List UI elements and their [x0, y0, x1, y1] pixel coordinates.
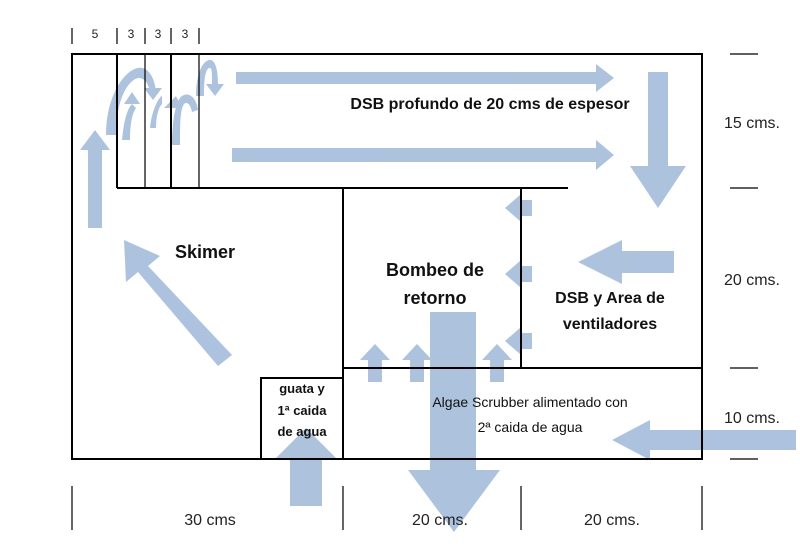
arrow-baffle-head-3 — [164, 96, 182, 108]
arrow-left-dsb — [578, 240, 674, 284]
label-return-pump-line1: Bombeo de — [385, 260, 484, 280]
label-skimmer: Skimer — [174, 242, 236, 262]
arrow-baffle-head-1 — [144, 88, 162, 100]
arrow-top-right-1 — [236, 64, 614, 92]
arrow-baffle-curve-2 — [150, 96, 162, 128]
arrow-small-up-3 — [482, 344, 512, 382]
label-algae-line1: Algae Scrubber alimentado con — [432, 394, 628, 410]
bottom-dim-30: 30 cms — [184, 512, 236, 529]
label-filter-line2: 1ª caida — [277, 402, 327, 418]
dimension-ticks — [71, 28, 758, 530]
arrow-small-left-2 — [505, 261, 532, 287]
right-dim-15: 15 cms. — [723, 115, 780, 132]
arrow-baffle-curve-5 — [196, 60, 218, 96]
arrow-small-up-1 — [360, 344, 390, 382]
outer-tank — [71, 53, 703, 460]
arrow-left-up — [80, 130, 110, 228]
arrow-right-down — [630, 72, 686, 208]
top-dim-3a: 3 — [127, 27, 135, 41]
label-filter-line1: guata y — [279, 381, 325, 396]
label-algae-line2: 2ª caida de agua — [477, 418, 583, 435]
label-dsb-area: DSB y Area de ventiladores — [530, 288, 690, 335]
label-dsb-area-line1: DSB y Area de — [555, 290, 665, 307]
arrow-small-left-1 — [505, 195, 532, 221]
label-algae-scrubber: Algae Scrubber alimentado con 2ª caida d… — [395, 393, 665, 437]
label-filter: guata y 1ª caida de agua — [262, 380, 342, 441]
top-dim-3c: 3 — [181, 27, 189, 41]
label-return-pump: Bombeo de retorno — [355, 258, 515, 311]
label-dsb-area-line2: ventiladores — [562, 315, 658, 333]
label-return-pump-line2: retorno — [403, 288, 467, 309]
label-filter-line3: de agua — [277, 424, 327, 440]
top-dim-5: 5 — [91, 27, 99, 41]
top-dim-3b: 3 — [154, 27, 162, 41]
arrow-small-left-3 — [505, 328, 532, 354]
arrow-baffle-curve-3 — [122, 104, 136, 140]
right-dim-20: 20 cms. — [723, 272, 780, 289]
label-dsb-deep: DSB profundo de 20 cms de espesor — [350, 96, 630, 113]
arrow-diagonal-skimmer — [124, 240, 232, 366]
arrow-small-up-2 — [402, 344, 432, 382]
filter-box — [260, 377, 344, 460]
arrow-baffle-head-2 — [124, 92, 140, 104]
bottom-dim-20a: 20 cms. — [411, 512, 468, 529]
right-dim-10: 10 cms. — [723, 410, 780, 427]
arrow-big-up-filter — [276, 428, 336, 506]
bottom-dim-20b: 20 cms. — [583, 512, 640, 529]
sump-outline — [71, 53, 703, 460]
arrow-incoming-algae — [612, 420, 796, 460]
arrow-top-right-2 — [232, 140, 614, 170]
arrow-baffle-head-4 — [206, 84, 224, 96]
